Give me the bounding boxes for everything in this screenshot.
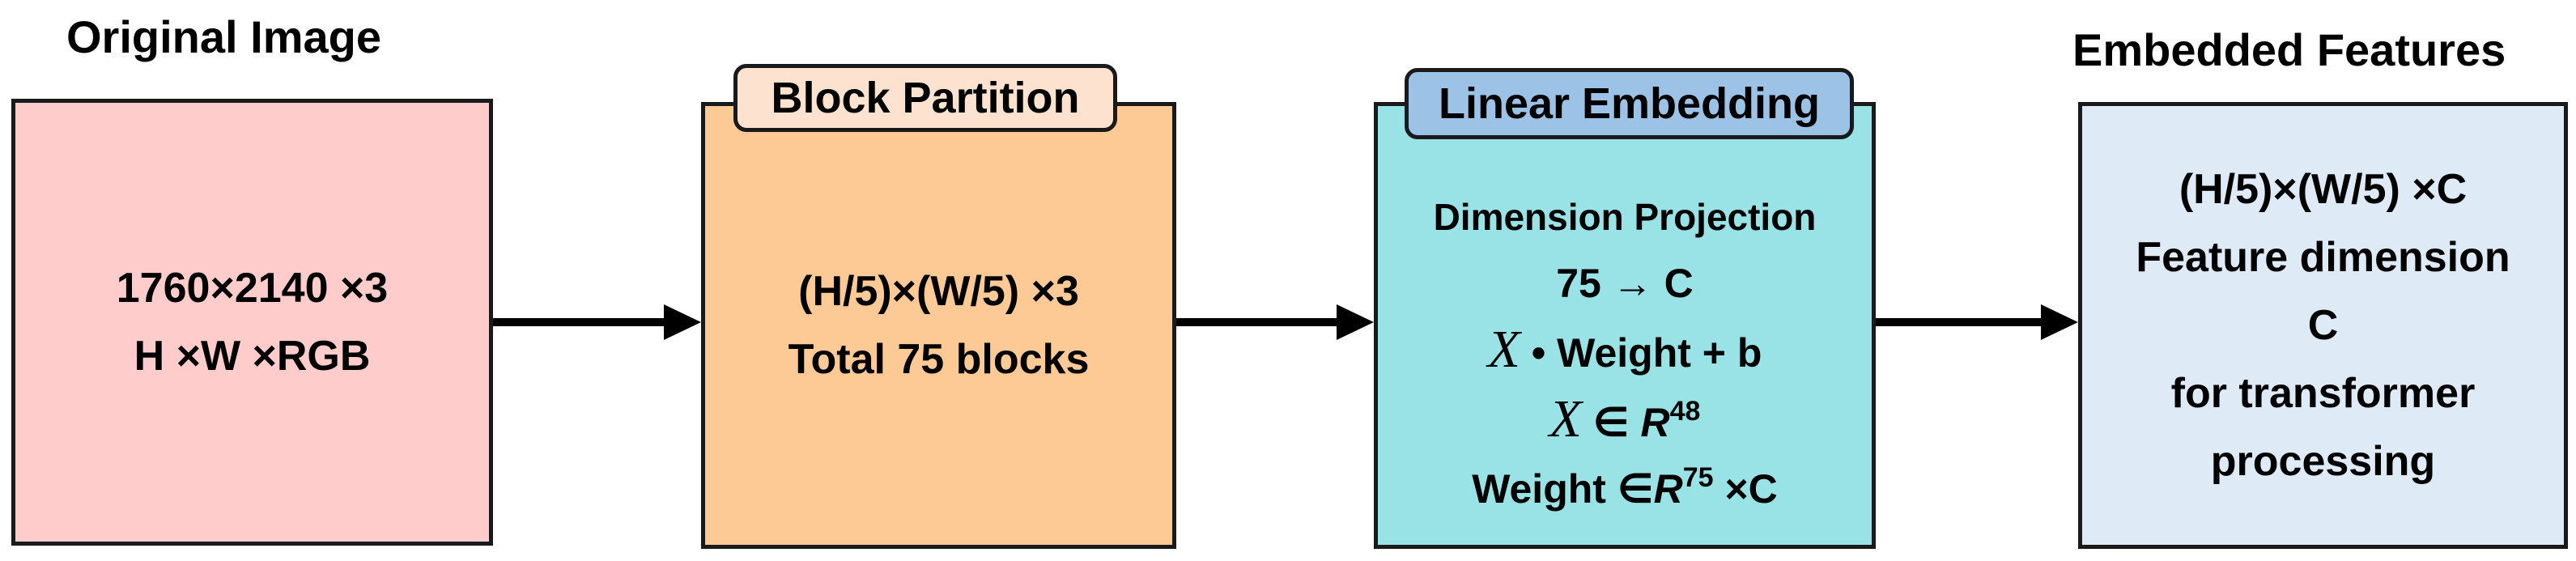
original-image-size: 1760×2140 ×3	[116, 265, 389, 312]
real-space-symbol: R	[1640, 400, 1670, 445]
original-image-content: 1760×2140 ×3 H ×W ×RGB	[15, 103, 489, 542]
transformer-label: for transformer	[2170, 370, 2476, 417]
block-partition-box: (H/5)×(W/5) ×3 Total 75 blocks	[701, 102, 1176, 549]
block-partition-size: (H/5)×(W/5) ×3	[798, 268, 1079, 315]
arrow-right-icon	[493, 304, 701, 340]
linear-embedding-content: Dimension Projection 75 → C X • Weight +…	[1378, 161, 1872, 545]
feature-dimension-value: C	[2307, 302, 2339, 349]
arrow-right-icon	[1876, 304, 2078, 340]
x-domain: X ∈ R48	[1549, 386, 1701, 456]
processing-label: processing	[2210, 438, 2436, 485]
embedded-features-content: (H/5)×(W/5) ×C Feature dimension C for t…	[2082, 106, 2564, 545]
x-dimension: 48	[1669, 396, 1701, 427]
arrow-right-icon	[1176, 304, 1374, 340]
projection-formula: X • Weight + b	[1488, 317, 1762, 386]
linear-embedding-box: Dimension Projection 75 → C X • Weight +…	[1374, 102, 1876, 549]
dimension-projection-label: Dimension Projection	[1433, 196, 1817, 238]
original-image-box: 1760×2140 ×3 H ×W ×RGB	[11, 99, 493, 546]
weight-times-c: ×C	[1713, 466, 1778, 512]
weight-domain: Weight ∈R75 ×C	[1472, 456, 1778, 522]
block-partition-tab: Block Partition	[733, 64, 1117, 132]
weight-dimension: 75	[1682, 462, 1714, 494]
element-of-symbol: ∈	[1581, 400, 1641, 445]
projection-formula-rest: • Weight + b	[1520, 330, 1762, 376]
x-variable: X	[1549, 389, 1582, 448]
linear-embedding-tab: Linear Embedding	[1405, 68, 1854, 139]
block-partition-count: Total 75 blocks	[788, 336, 1090, 383]
real-space-symbol: R	[1653, 466, 1683, 512]
block-partition-content: (H/5)×(W/5) ×3 Total 75 blocks	[705, 106, 1172, 545]
original-image-heading: Original Image	[66, 11, 381, 62]
x-variable: X	[1487, 320, 1520, 379]
projection-mapping: 75 → C	[1556, 261, 1694, 306]
feature-dimension-label: Feature dimension	[2136, 234, 2510, 281]
embedded-size: (H/5)×(W/5) ×C	[2179, 166, 2468, 213]
embedded-features-heading: Embedded Features	[2072, 24, 2506, 75]
original-image-channels: H ×W ×RGB	[134, 333, 371, 380]
embedded-features-box: (H/5)×(W/5) ×C Feature dimension C for t…	[2078, 102, 2568, 549]
weight-label: Weight ∈	[1472, 466, 1654, 512]
